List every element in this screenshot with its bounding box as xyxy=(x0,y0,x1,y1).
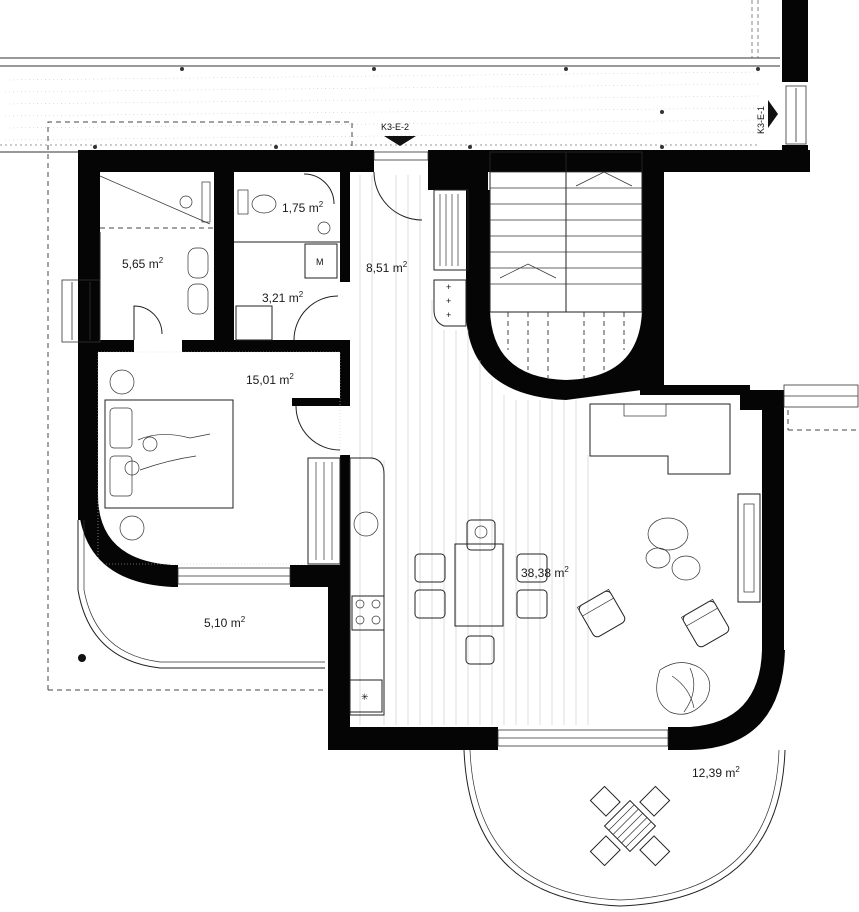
wc-fixtures xyxy=(234,173,340,243)
room-area-terrace: 12,39 m2 xyxy=(692,765,740,780)
section-marker-top: K3-E-2 xyxy=(381,122,416,146)
section-marker-right: K3-E-1 xyxy=(756,100,778,134)
section-marker-right-label: K3-E-1 xyxy=(756,106,766,134)
windows xyxy=(61,85,859,747)
overhang-outline-left xyxy=(47,121,353,690)
terrace xyxy=(463,749,786,907)
living-furniture xyxy=(576,403,761,715)
room-area-balcony: 5,10 m2 xyxy=(204,615,246,630)
svg-text:+: + xyxy=(446,296,451,306)
room-area-bedroom: 15,01 m2 xyxy=(246,372,294,387)
kitchen-furniture: ✳ xyxy=(349,457,385,716)
section-marker-top-label: K3-E-2 xyxy=(381,122,409,132)
dining-furniture xyxy=(414,519,548,665)
room-area-utility: 3,21 m2 xyxy=(262,290,304,305)
room-area-wc: 1,75 m2 xyxy=(282,200,324,215)
left-balcony xyxy=(77,520,325,669)
room-area-hall: 8,51 m2 xyxy=(366,260,408,275)
room-labels: 1,75 m2 5,65 m2 3,21 m2 8,51 m2 15,01 m2… xyxy=(122,200,740,780)
upper-terrace-band xyxy=(0,0,780,153)
walls xyxy=(78,0,810,750)
floor-pattern xyxy=(359,175,589,725)
svg-text:+: + xyxy=(446,310,451,320)
bedroom-furniture xyxy=(97,351,341,565)
utility-fixtures: M xyxy=(235,243,339,341)
svg-text:+: + xyxy=(446,282,451,292)
room-area-living: 38,38 m2 xyxy=(521,565,569,580)
washer-label: M xyxy=(316,257,324,267)
right-balcony xyxy=(787,410,859,431)
hall-furniture: + + + xyxy=(373,171,469,327)
svg-text:✳: ✳ xyxy=(361,692,369,702)
stairs xyxy=(489,151,643,378)
room-area-bathroom: 5,65 m2 xyxy=(122,256,164,271)
